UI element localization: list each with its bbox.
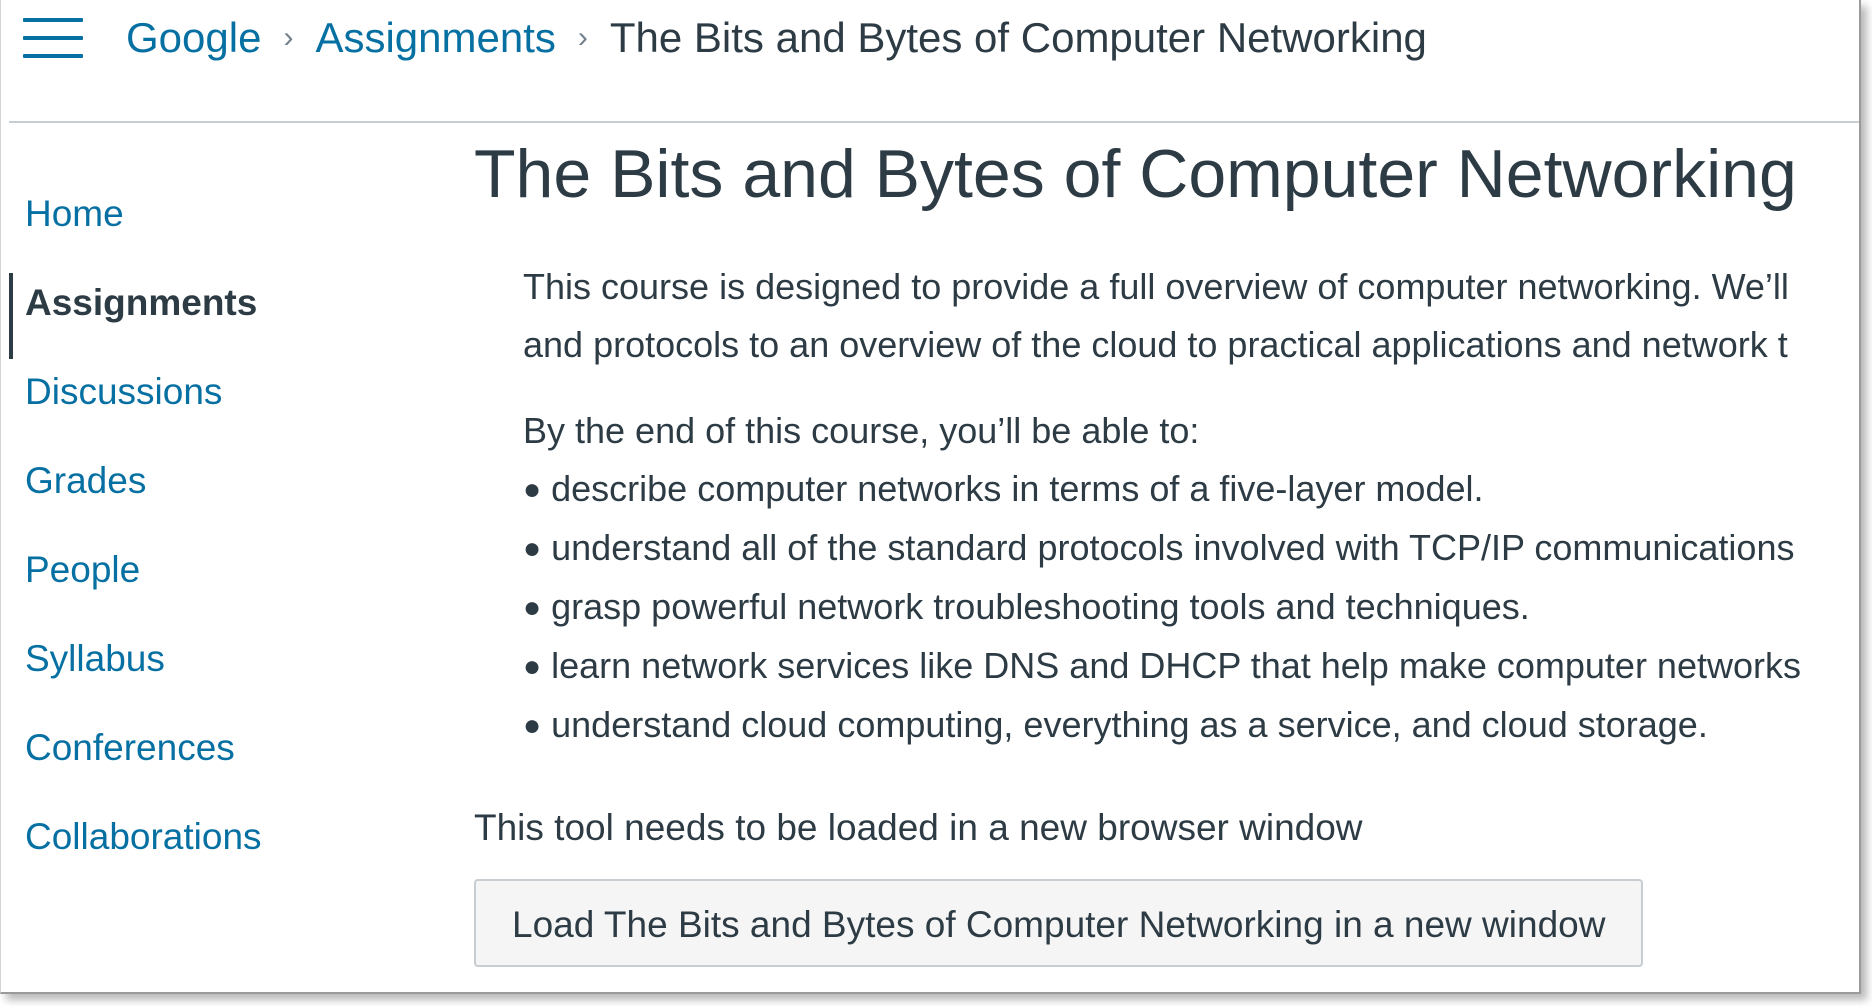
nav-item-collaborations[interactable]: Collaborations <box>25 816 262 857</box>
nav-item-syllabus[interactable]: Syllabus <box>25 638 165 679</box>
page-header: Google › Assignments › The Bits and Byte… <box>1 0 1859 123</box>
list-item: learn network services like DNS and DHCP… <box>523 637 1859 696</box>
breadcrumb-current: The Bits and Bytes of Computer Networkin… <box>609 14 1427 61</box>
description-line: and protocols to an overview of the clou… <box>523 324 1788 365</box>
tool-note: This tool needs to be loaded in a new br… <box>474 807 1363 848</box>
nav-item-grades[interactable]: Grades <box>25 460 147 501</box>
course-nav: Home Assignments Discussions Grades Peop… <box>1 190 361 902</box>
breadcrumb-assignments-link[interactable]: Assignments <box>315 14 556 61</box>
outcomes-intro: By the end of this course, you’ll be abl… <box>523 410 1200 451</box>
chevron-right-icon: › <box>577 21 588 54</box>
list-item: describe computer networks in terms of a… <box>523 460 1859 519</box>
list-item: understand cloud computing, everything a… <box>523 696 1859 755</box>
nav-item-home[interactable]: Home <box>25 193 124 234</box>
chevron-right-icon: › <box>283 21 294 54</box>
list-item: understand all of the standard protocols… <box>523 519 1859 578</box>
nav-item-discussions[interactable]: Discussions <box>25 371 223 412</box>
assignment-description: This course is designed to provide a ful… <box>523 258 1859 755</box>
header-divider <box>9 121 1859 123</box>
list-item: grasp powerful network troubleshooting t… <box>523 578 1859 637</box>
nav-item-assignments[interactable]: Assignments <box>1 273 361 368</box>
main-content: The Bits and Bytes of Computer Networkin… <box>474 128 1859 967</box>
description-line: This course is designed to provide a ful… <box>523 266 1789 307</box>
breadcrumb: Google › Assignments › The Bits and Byte… <box>126 10 1427 66</box>
outcomes-list: describe computer networks in terms of a… <box>523 460 1859 755</box>
breadcrumb-google-link[interactable]: Google <box>126 14 262 61</box>
learning-outcomes: By the end of this course, you’ll be abl… <box>523 402 1859 755</box>
load-in-new-window-button[interactable]: Load The Bits and Bytes of Computer Netw… <box>474 879 1644 967</box>
page-title: The Bits and Bytes of Computer Networkin… <box>474 136 1797 212</box>
nav-item-people[interactable]: People <box>25 549 141 590</box>
hamburger-menu-icon[interactable] <box>23 18 83 58</box>
nav-item-conferences[interactable]: Conferences <box>25 727 235 768</box>
